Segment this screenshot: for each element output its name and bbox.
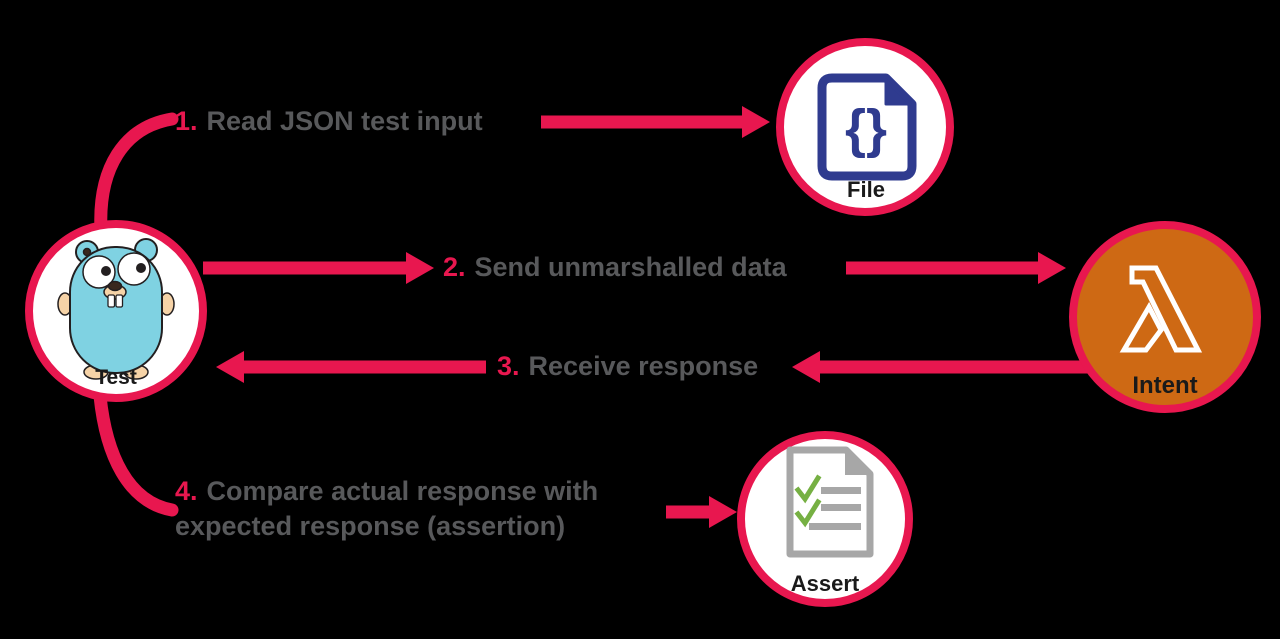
checklist-document-icon	[786, 446, 874, 558]
step4-text-line2: expected response (assertion)	[175, 511, 566, 541]
curve-test-to-step4	[93, 389, 179, 517]
step4-label: 4. Compare actual response with expected …	[175, 474, 598, 544]
svg-text:{}: {}	[845, 99, 887, 159]
arrow-step1-to-file	[541, 106, 770, 138]
test-node-label: Test	[95, 366, 137, 389]
curve-test-to-step1	[94, 112, 179, 237]
step1-text: Read JSON test input	[206, 106, 483, 136]
node-assert	[737, 431, 913, 607]
node-file: {}	[776, 38, 954, 216]
step4-line1: 4. Compare actual response with	[175, 474, 598, 509]
arrow-step2-to-intent	[846, 252, 1066, 284]
step1-label: 1. Read JSON test input	[175, 104, 483, 139]
step1-number: 1.	[175, 106, 198, 136]
node-intent	[1069, 221, 1261, 413]
step2-number: 2.	[443, 252, 466, 282]
go-gopher-icon	[57, 238, 175, 380]
step3-label: 3. Receive response	[497, 349, 758, 384]
arrow-step4-to-assert	[666, 496, 737, 528]
step3-number: 3.	[497, 351, 520, 381]
step2-text: Send unmarshalled data	[474, 252, 787, 282]
step3-text: Receive response	[528, 351, 759, 381]
arrow-intent-to-step3	[792, 351, 1104, 383]
step4-number: 4.	[175, 476, 198, 506]
arrow-test-to-step2	[203, 252, 434, 284]
json-file-icon: {}	[817, 73, 917, 181]
step2-label: 2. Send unmarshalled data	[443, 250, 787, 285]
file-node-label: File	[847, 177, 885, 202]
assert-node-label: Assert	[790, 571, 860, 596]
step4-line2: expected response (assertion)	[175, 509, 598, 544]
intent-node-label: Intent	[1132, 372, 1198, 399]
step4-text-line1: Compare actual response with	[206, 476, 599, 506]
arrow-step3-to-test	[216, 351, 486, 383]
aws-lambda-icon	[1119, 265, 1203, 353]
node-test	[25, 220, 207, 402]
